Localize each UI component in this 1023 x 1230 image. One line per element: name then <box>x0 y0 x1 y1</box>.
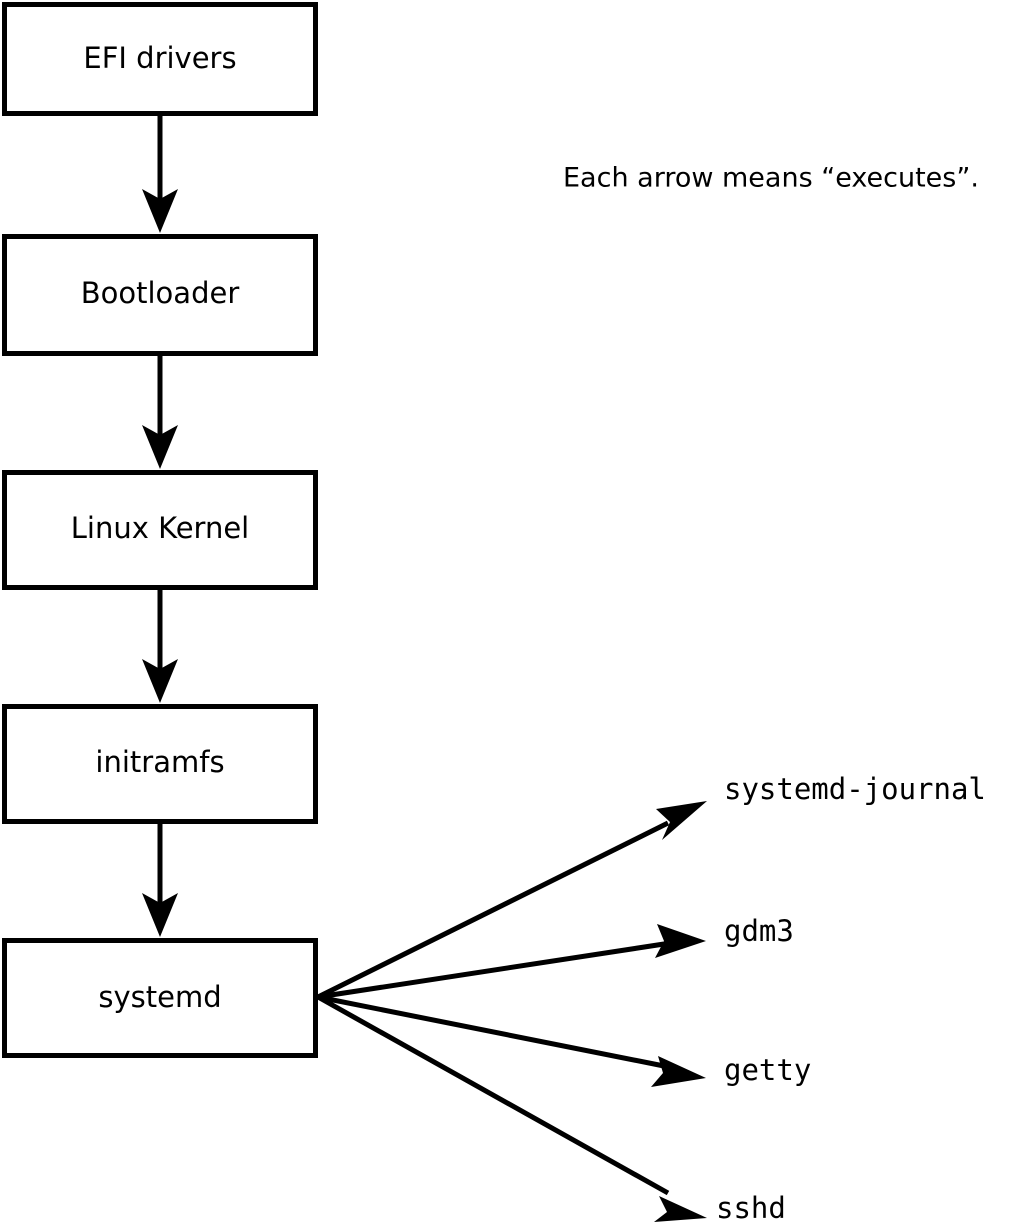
service-arrow-sshd-head <box>654 1196 707 1222</box>
service-arrow-systemd-journal-head <box>656 801 707 840</box>
stage-box-efi-drivers-label: EFI drivers <box>83 41 236 75</box>
annotation-note: Each arrow means “executes”. <box>563 163 979 194</box>
stage-box-bootloader-rect <box>2 234 318 356</box>
flow-arrow-kernel-to-initramfs <box>142 590 178 703</box>
service-arrow-systemd-journal-line <box>316 820 670 1000</box>
stage-box-efi-drivers-rect <box>2 2 318 116</box>
stage-box-bootloader-label: Bootloader <box>81 276 240 310</box>
service-label-sshd: sshd <box>716 1191 786 1225</box>
service-arrow-gdm3-head <box>655 924 706 958</box>
stage-box-linux-kernel-rect <box>2 470 318 590</box>
flow-arrows <box>142 116 178 937</box>
stage-box-systemd-label: systemd <box>98 980 221 1014</box>
service-arrow-gdm3-line <box>317 941 665 1000</box>
flow-arrow-efi-to-bootloader <box>142 116 178 233</box>
service-labels: systemd-journal gdm3 getty sshd <box>716 772 986 1225</box>
service-label-systemd-journal: systemd-journal <box>724 772 986 806</box>
stage-box-systemd-rect <box>2 938 318 1058</box>
service-arrow-getty-line <box>317 994 665 1069</box>
service-arrow-getty-head <box>651 1056 706 1087</box>
flow-arrow-bootloader-to-kernel-head <box>142 425 178 469</box>
flow-arrow-initramfs-to-systemd-head <box>142 893 178 937</box>
service-arrow-gdm3 <box>317 924 706 1000</box>
stage-box-linux-kernel-label: Linux Kernel <box>71 511 249 545</box>
stage-box-systemd[interactable]: systemd <box>2 938 318 1058</box>
stage-box-efi-drivers[interactable]: EFI drivers <box>2 2 318 116</box>
stage-box-initramfs-label: initramfs <box>95 745 224 779</box>
flow-arrow-bootloader-to-kernel <box>142 356 178 469</box>
service-arrow-getty <box>317 994 706 1087</box>
stage-box-initramfs-rect <box>2 704 318 824</box>
flow-arrow-efi-to-bootloader-head <box>142 189 178 233</box>
service-arrow-systemd-journal <box>316 801 707 1000</box>
flow-arrow-initramfs-to-systemd <box>142 824 178 937</box>
service-label-getty: getty <box>724 1053 811 1087</box>
flow-arrow-kernel-to-initramfs-head <box>142 659 178 703</box>
service-arrow-sshd-line <box>316 994 670 1196</box>
stage-box-linux-kernel[interactable]: Linux Kernel <box>2 470 318 590</box>
service-arrows <box>316 801 707 1222</box>
stage-box-bootloader[interactable]: Bootloader <box>2 234 318 356</box>
service-label-gdm3: gdm3 <box>724 914 794 948</box>
stage-boxes: EFI drivers Bootloader Linux Kernel init… <box>2 2 318 1058</box>
service-arrow-sshd <box>316 994 707 1222</box>
stage-box-initramfs[interactable]: initramfs <box>2 704 318 824</box>
